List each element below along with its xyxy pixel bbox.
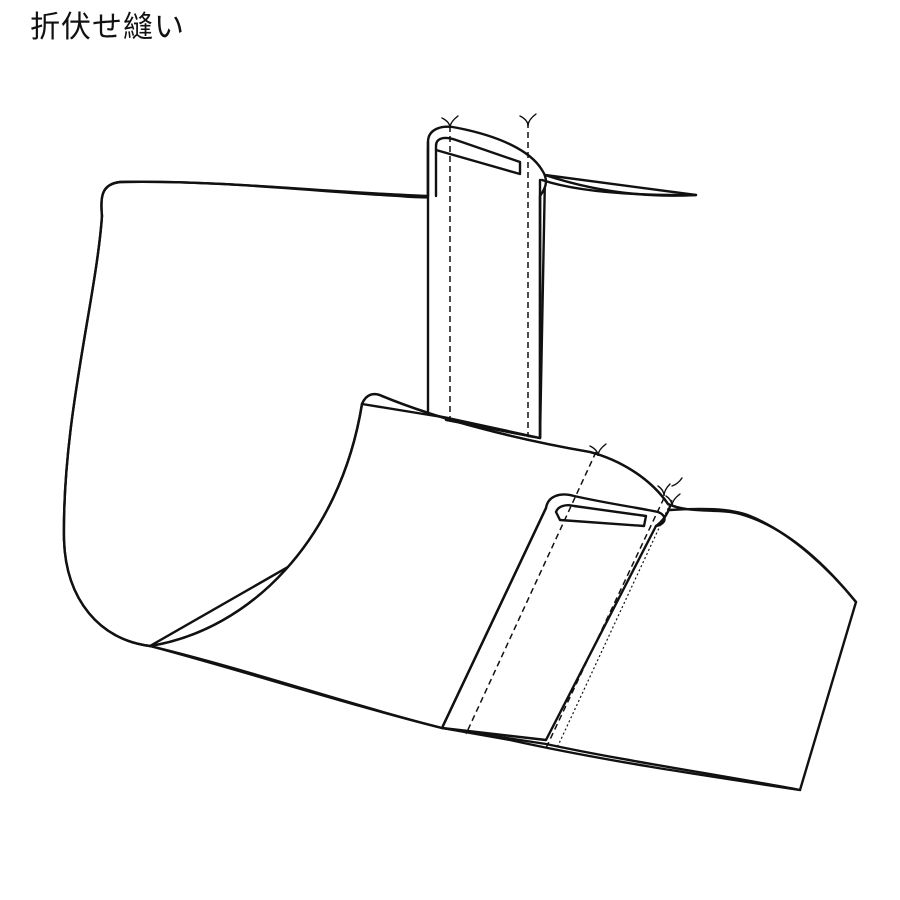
lower-stitch-lines (465, 443, 683, 751)
lower-seam-fold (440, 493, 672, 742)
diagram-title: 折伏せ縫い (30, 10, 185, 45)
upper-stitch-lines (441, 113, 537, 436)
lower-panel-edges (148, 392, 858, 792)
upper-seam-fold (426, 125, 548, 440)
